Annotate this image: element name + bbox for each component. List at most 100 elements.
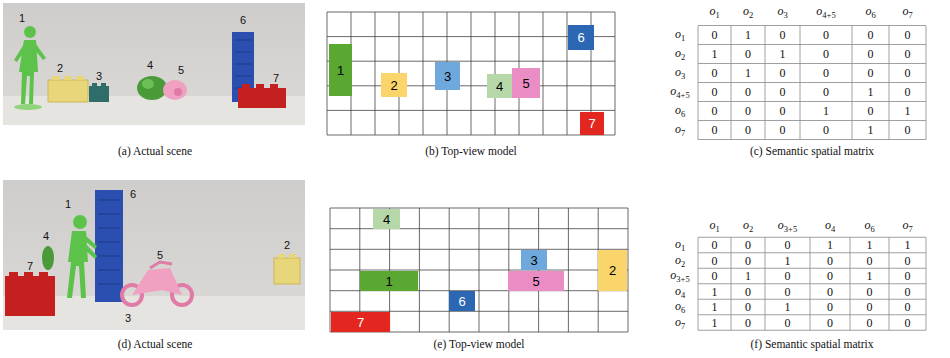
symbol-index: 7 <box>681 128 685 138</box>
block-number: 2 <box>390 78 397 93</box>
callout-number: 4 <box>147 60 153 71</box>
matrix-header: o2 <box>743 5 753 20</box>
matrix-cell: 0 <box>823 29 829 41</box>
grid-block: 2 <box>381 73 407 97</box>
matrix-cell: 0 <box>745 286 751 298</box>
matrix-header: o1 <box>709 5 719 20</box>
symbol-index: 7 <box>908 224 912 234</box>
matrix-cell: 0 <box>745 86 751 98</box>
matrix-cell: 1 <box>785 301 791 313</box>
matrix-cell: 1 <box>712 317 718 329</box>
matrix-cell: 0 <box>745 105 751 117</box>
block-number: 5 <box>522 76 529 91</box>
block-number: 6 <box>577 30 584 45</box>
matrix-cell: 1 <box>780 48 786 60</box>
grid-block: 5 <box>508 271 564 291</box>
matrix-cell: 0 <box>712 105 718 117</box>
matrix-cell: 0 <box>867 286 873 298</box>
symbol-index: 3 <box>783 10 787 20</box>
block-number: 1 <box>337 63 344 78</box>
symbol-index: 2 <box>749 224 753 234</box>
matrix-cell: 0 <box>745 124 751 136</box>
matrix-cell: 0 <box>712 67 718 79</box>
matrix-header: o7 <box>675 123 685 138</box>
matrix-cell: 0 <box>905 86 911 98</box>
symbol-index: 7 <box>681 320 685 330</box>
matrix-cell: 1 <box>868 124 874 136</box>
block-number: 7 <box>588 116 595 131</box>
matrix-header: o6 <box>675 104 685 119</box>
panel-caption: (c) Semantic spatial matrix <box>750 146 874 158</box>
matrix-cell: 1 <box>712 48 718 60</box>
top-view-grid <box>330 208 628 332</box>
matrix-cell: 1 <box>745 67 751 79</box>
matrix-cell: 1 <box>827 239 833 251</box>
matrix-cell: 0 <box>823 86 829 98</box>
symbol-index: 1 <box>681 33 685 43</box>
matrix-cell: 1 <box>745 29 751 41</box>
callout-number: 2 <box>57 63 63 74</box>
panel-caption: (f) Semantic spatial matrix <box>751 339 874 351</box>
matrix-cell: 0 <box>745 48 751 60</box>
symbol-index: 3+5 <box>676 274 689 284</box>
matrix-cell: 1 <box>867 239 873 251</box>
symbol-index: 2 <box>749 10 753 20</box>
callout-number: 7 <box>273 73 279 84</box>
grid-block: 1 <box>360 271 418 291</box>
scene-photo <box>3 180 305 330</box>
matrix-cell: 0 <box>780 29 786 41</box>
matrix-cell: 0 <box>827 270 833 282</box>
matrix-cell: 1 <box>905 105 911 117</box>
symbol-index: 4+5 <box>676 90 689 100</box>
grid-block: 3 <box>435 62 460 90</box>
block-number: 1 <box>385 274 392 289</box>
callout-number: 6 <box>240 15 246 26</box>
matrix-cell: 0 <box>867 301 873 313</box>
block-number: 2 <box>609 263 616 278</box>
matrix-cell: 1 <box>867 270 873 282</box>
matrix-cell: 0 <box>868 105 874 117</box>
matrix-cell: 0 <box>785 239 791 251</box>
block-number: 3 <box>530 253 537 268</box>
grid-block: 6 <box>449 291 475 311</box>
panel-caption: (e) Top-view model <box>434 339 525 351</box>
panel-caption: (d) Actual scene <box>118 339 193 351</box>
matrix-cell: 0 <box>868 48 874 60</box>
symbol-index: 6 <box>681 109 685 119</box>
matrix-header: o7 <box>902 5 912 20</box>
matrix-cell: 0 <box>823 124 829 136</box>
grid-block: 1 <box>329 44 352 96</box>
matrix-cell: 0 <box>712 124 718 136</box>
matrix-cell: 0 <box>712 239 718 251</box>
matrix-cell: 0 <box>745 255 751 267</box>
matrix-header: o3+5 <box>778 219 797 234</box>
callout-number: 3 <box>125 313 131 324</box>
matrix-cell: 0 <box>868 67 874 79</box>
matrix-cell: 0 <box>868 29 874 41</box>
symbol-index: 6 <box>681 305 685 315</box>
block-number: 3 <box>444 69 451 84</box>
matrix-cell: 0 <box>745 239 751 251</box>
matrix-cell: 0 <box>712 255 718 267</box>
matrix-cell: 0 <box>905 67 911 79</box>
grid-block: 4 <box>487 74 512 98</box>
matrix-header: o4 <box>675 284 685 299</box>
matrix-cell: 0 <box>905 124 911 136</box>
callout-number: 2 <box>284 240 290 251</box>
matrix-header: o7 <box>902 219 912 234</box>
matrix-header: o4+5 <box>816 5 835 20</box>
block-number: 7 <box>357 315 364 330</box>
matrix-cell: 0 <box>712 29 718 41</box>
symbol-index: 4 <box>831 224 835 234</box>
matrix-header: o6 <box>864 219 874 234</box>
matrix-header: o4 <box>825 219 835 234</box>
matrix-cell: 0 <box>785 286 791 298</box>
symbol-index: 6 <box>871 10 875 20</box>
symbol-index: 7 <box>908 10 912 20</box>
matrix-cell: 0 <box>712 270 718 282</box>
matrix-cell: 0 <box>827 317 833 329</box>
matrix-header: o3+5 <box>670 269 689 284</box>
matrix-cell: 0 <box>823 48 829 60</box>
matrix-cell: 0 <box>745 317 751 329</box>
